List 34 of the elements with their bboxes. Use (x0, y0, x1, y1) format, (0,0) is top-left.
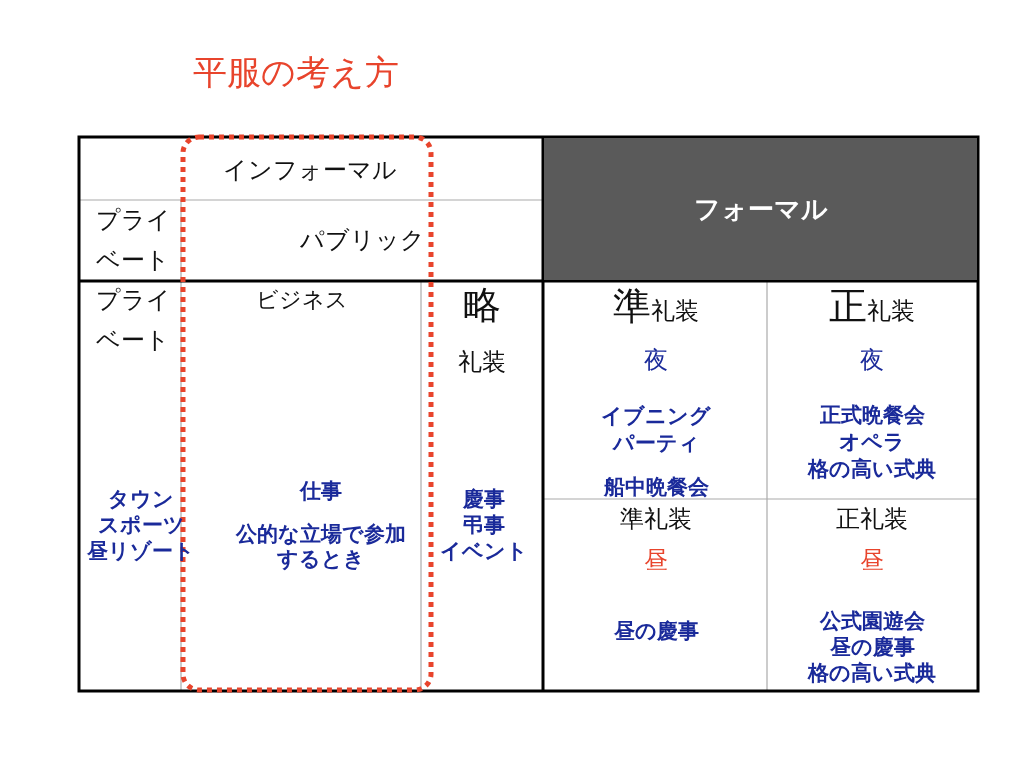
occasion-text: オペラ (839, 430, 905, 456)
category-label: ビジネス (256, 286, 348, 314)
time-label: 夜 (644, 345, 668, 375)
time-label: 昼 (644, 545, 668, 575)
occasion-text: スポーツ (97, 513, 185, 539)
dress-code-heading: 正礼装 (836, 504, 908, 534)
occasion-text: 昼の慶事 (829, 635, 915, 661)
category-label: プライベート (94, 285, 172, 356)
occasion-text: 公式園遊会 (819, 609, 925, 635)
occasion-text: 仕事 (300, 479, 342, 505)
occasion-text: 正式晩餐会 (819, 403, 925, 429)
category-label: パブリック (299, 225, 425, 255)
time-label: 昼 (860, 545, 884, 575)
occasion-text: 格の高い式典 (808, 457, 936, 483)
occasion-text: 昼の慶事 (613, 619, 699, 645)
occasion-text: イベント (440, 539, 528, 565)
occasion-text: イブニングパーティ (600, 403, 712, 457)
occasion-text: 格の高い式典 (808, 661, 936, 687)
category-label: インフォーマル (223, 155, 397, 185)
dress-code-heading: 正礼装 (829, 284, 915, 330)
title: 平服の考え方 (193, 51, 399, 94)
dress-code-heading: 準礼装 (613, 284, 699, 330)
header-text: フォーマル (693, 192, 828, 226)
occasion-text: 公的な立場で参加するとき (235, 522, 407, 572)
category-label: プライベート (94, 205, 172, 276)
dress-code-heading: 略礼装 (457, 281, 507, 378)
formal-header-panel (544, 138, 977, 280)
occasion-text: 船中晩餐会 (603, 475, 709, 501)
occasion-text: 昼リゾート (87, 539, 195, 565)
occasion-text: タウン (108, 487, 174, 513)
occasion-text: 弔事 (463, 513, 505, 539)
dress-code-heading: 準礼装 (620, 504, 692, 534)
time-label: 夜 (860, 345, 884, 375)
occasion-text: 慶事 (463, 487, 505, 513)
